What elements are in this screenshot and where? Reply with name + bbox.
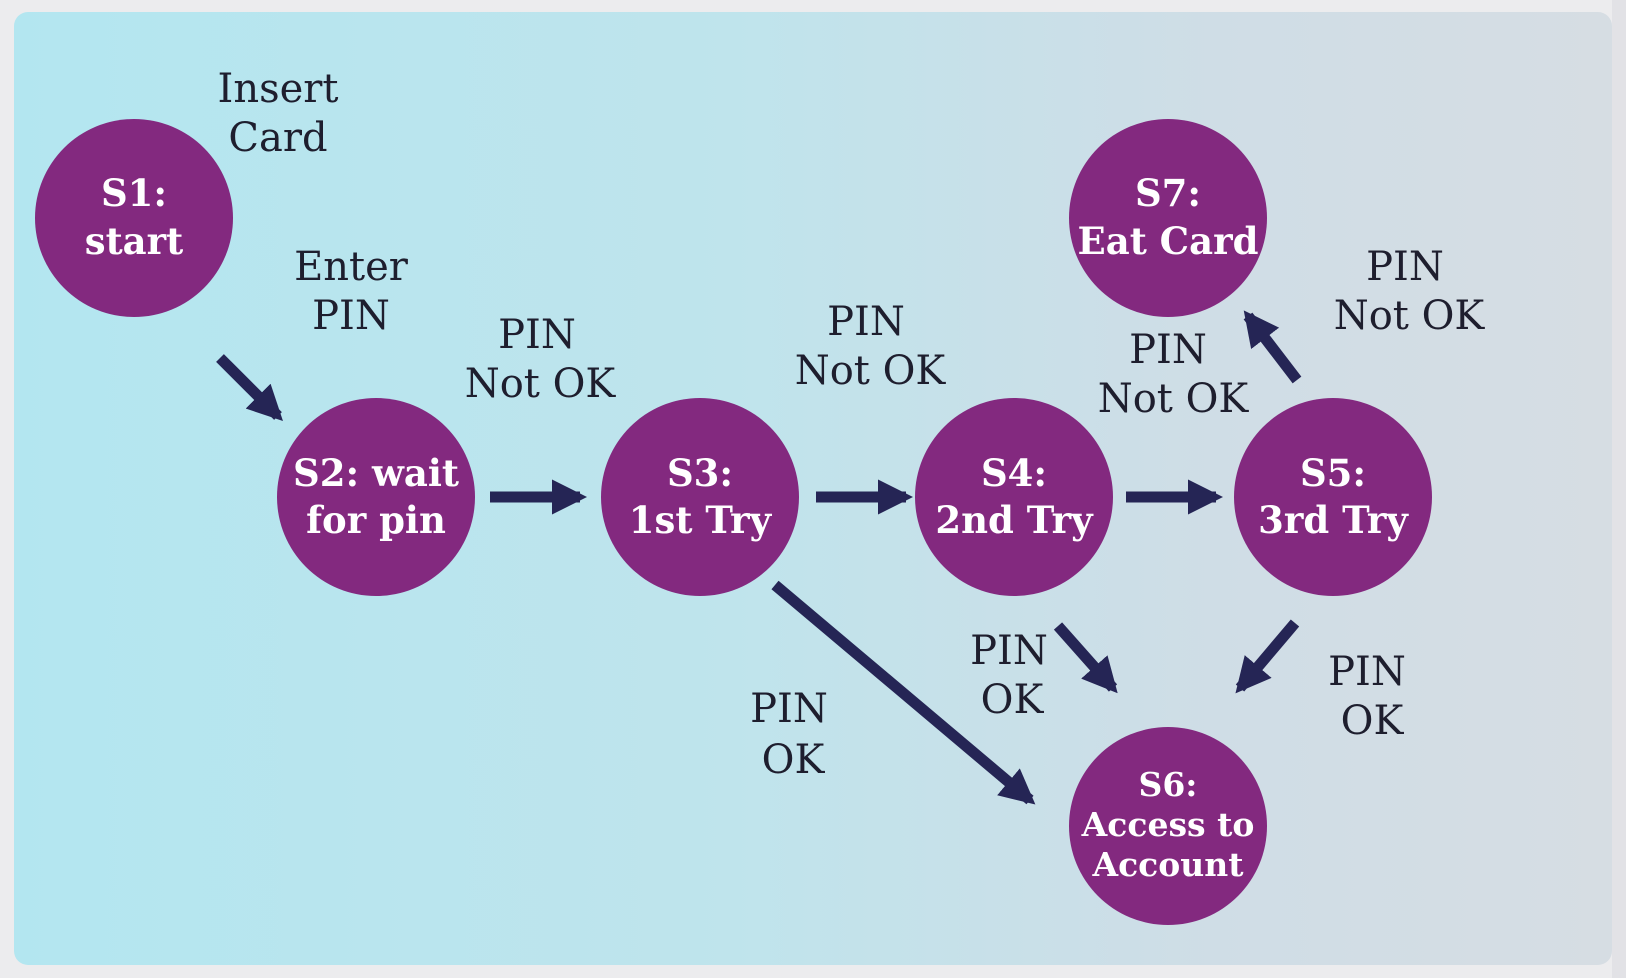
label-s5-to-s6-line1: PIN xyxy=(1328,649,1406,695)
state-s1-line2: start xyxy=(85,219,183,263)
window-edge xyxy=(1612,0,1626,978)
arrow-s5-to-s6 xyxy=(1235,619,1300,694)
state-s7-line2: Eat Card xyxy=(1078,219,1259,263)
label-s4-to-s6-line2: OK xyxy=(981,677,1045,723)
state-s6: S6: Access to Account xyxy=(1069,727,1267,925)
state-s1: S1: start xyxy=(35,119,233,317)
label-s4-to-s5: PIN Not OK xyxy=(1098,327,1250,422)
arrow-s4-to-s6 xyxy=(1053,622,1118,694)
label-s2-to-s3-line1: PIN xyxy=(498,312,576,358)
state-s6-circle xyxy=(1069,727,1267,925)
arrow-s5-to-s7 xyxy=(1243,310,1302,384)
label-s4-to-s6-line1: PIN xyxy=(970,628,1048,674)
state-s2-circle xyxy=(277,398,475,596)
state-s7-line1: S7: xyxy=(1135,171,1201,215)
state-s6-line1: S6: xyxy=(1139,765,1198,804)
state-s2-line2: for pin xyxy=(306,498,446,542)
state-s3-line2: 1st Try xyxy=(629,498,773,542)
label-enter-pin-line2: PIN xyxy=(312,293,390,339)
state-s5-circle xyxy=(1234,398,1432,596)
label-enter-pin-line1: Enter xyxy=(294,244,409,290)
transition-arrows xyxy=(216,310,1302,805)
label-s5-to-s7-line2: Not OK xyxy=(1334,293,1486,339)
state-s4: S4: 2nd Try xyxy=(915,398,1113,596)
label-s3-to-s6: PIN OK xyxy=(750,686,828,783)
label-insert-card-line2: Card xyxy=(228,115,327,161)
arrow-s3-to-s6 xyxy=(771,580,1036,805)
label-s2-to-s3: PIN Not OK xyxy=(465,312,617,407)
state-s2-line1: S2: wait xyxy=(293,451,459,495)
label-s5-to-s6-line2: OK xyxy=(1341,698,1405,744)
label-insert-card-line1: Insert xyxy=(218,66,339,112)
label-s3-to-s4-line1: PIN xyxy=(827,299,905,345)
state-s6-line2: Access to xyxy=(1081,805,1255,844)
state-s7: S7: Eat Card xyxy=(1069,119,1267,317)
state-s2: S2: wait for pin xyxy=(277,398,475,596)
state-s3-circle xyxy=(601,398,799,596)
label-s4-to-s6: PIN OK xyxy=(970,628,1048,723)
label-insert-card: Insert Card xyxy=(218,66,339,161)
state-s7-circle xyxy=(1069,119,1267,317)
state-s4-line2: 2nd Try xyxy=(935,498,1094,542)
label-s5-to-s7: PIN Not OK xyxy=(1334,244,1486,339)
label-s3-to-s6-line2: OK xyxy=(762,737,826,783)
state-s5-line2: 3rd Try xyxy=(1258,498,1409,542)
state-s1-circle xyxy=(35,119,233,317)
label-s5-to-s6: PIN OK xyxy=(1328,649,1406,744)
state-s5-line1: S5: xyxy=(1300,451,1366,495)
label-s3-to-s4: PIN Not OK xyxy=(795,299,947,394)
state-s3: S3: 1st Try xyxy=(601,398,799,596)
label-s3-to-s4-line2: Not OK xyxy=(795,348,947,394)
label-s4-to-s5-line1: PIN xyxy=(1129,327,1207,373)
state-s4-line1: S4: xyxy=(981,451,1047,495)
label-s4-to-s5-line2: Not OK xyxy=(1098,376,1250,422)
state-s5: S5: 3rd Try xyxy=(1234,398,1432,596)
arrow-s1-to-s2 xyxy=(216,354,283,421)
label-s2-to-s3-line2: Not OK xyxy=(465,361,617,407)
state-s6-line3: Account xyxy=(1091,845,1244,884)
state-s1-line1: S1: xyxy=(101,171,167,215)
state-s3-line1: S3: xyxy=(667,451,733,495)
label-s3-to-s6-line1: PIN xyxy=(750,686,828,732)
label-enter-pin: Enter PIN xyxy=(294,244,409,339)
label-s5-to-s7-line1: PIN xyxy=(1366,244,1444,290)
state-s4-circle xyxy=(915,398,1113,596)
